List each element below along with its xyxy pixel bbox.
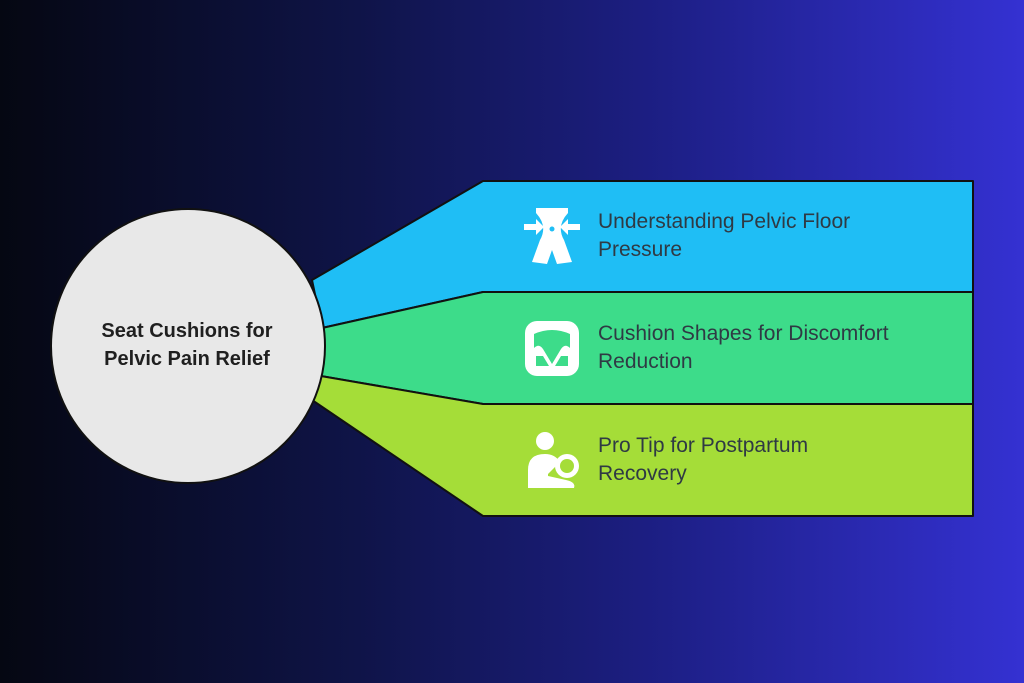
- center-title-line1: Seat Cushions for: [101, 320, 273, 342]
- item-pro-tip-line1: Pro Tip for Postpartum: [598, 434, 809, 457]
- center-title-line2: Pelvic Pain Relief: [104, 348, 270, 370]
- mother-baby-icon: [528, 432, 579, 488]
- center-circle: [50, 208, 326, 484]
- item-understanding-pressure: Understanding Pelvic Floor Pressure: [598, 208, 958, 264]
- seat-cushion-icon: [525, 321, 579, 376]
- item-understanding-pressure-line1: Understanding Pelvic Floor: [598, 210, 851, 233]
- item-pro-tip-line2: Recovery: [598, 462, 687, 485]
- waist-compress-icon: [524, 208, 580, 264]
- item-cushion-shapes: Cushion Shapes for Discomfort Reduction: [598, 320, 958, 376]
- center-title: Seat Cushions for Pelvic Pain Relief: [52, 300, 322, 390]
- item-understanding-pressure-line2: Pressure: [598, 238, 683, 261]
- item-cushion-shapes-line1: Cushion Shapes for Discomfort: [598, 322, 889, 345]
- item-cushion-shapes-line2: Reduction: [598, 350, 693, 373]
- item-pro-tip: Pro Tip for Postpartum Recovery: [598, 432, 958, 488]
